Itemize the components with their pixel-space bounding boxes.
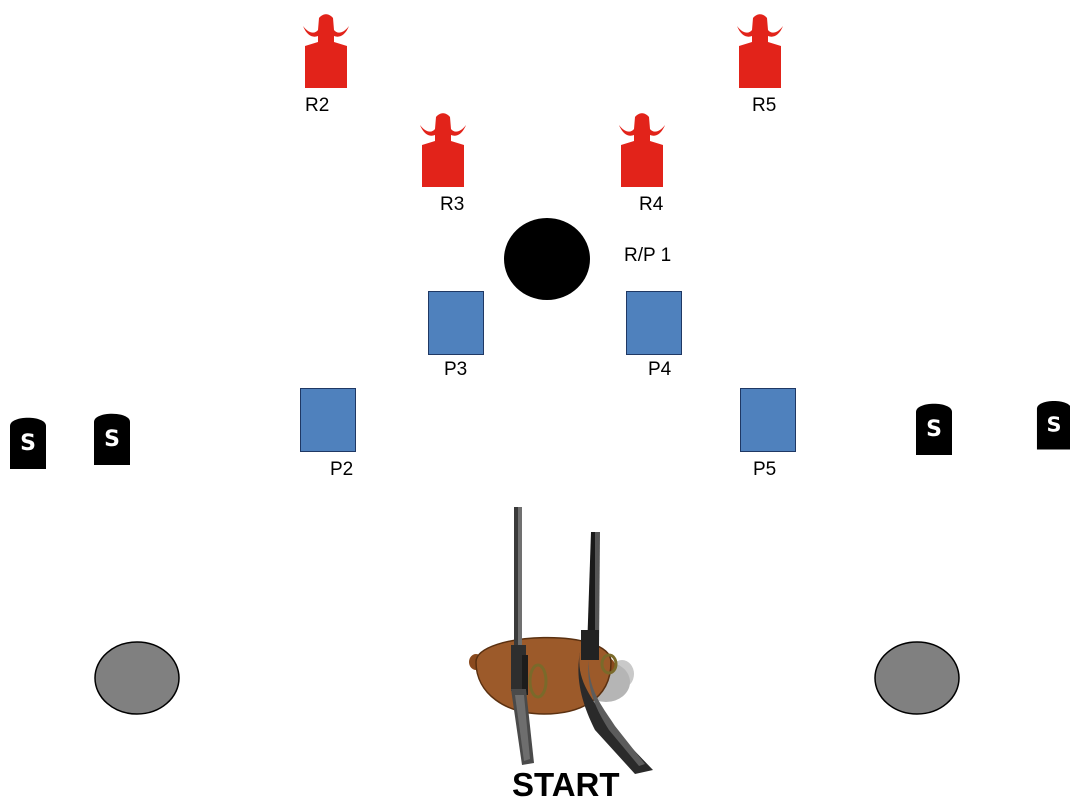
- p3-label: P3: [444, 359, 468, 380]
- barrel-right: [874, 641, 960, 715]
- barrel-left: [94, 641, 180, 715]
- rifle-target-r3: [420, 113, 466, 187]
- p5-label: P5: [753, 459, 777, 480]
- shotgun-icon: [578, 532, 653, 774]
- r2-label: R2: [305, 95, 330, 116]
- p4-label: P4: [648, 359, 672, 380]
- r4-label: R4: [639, 194, 664, 215]
- shotgun-target-1-glyph: S: [20, 431, 36, 456]
- start-table: [469, 636, 634, 715]
- start-label: START: [512, 766, 620, 803]
- shotgun-target-3-glyph: S: [926, 417, 942, 442]
- shotgun-target-3: S: [916, 403, 952, 455]
- pistol-target-p5: [740, 388, 796, 452]
- shotgun-target-2-glyph: S: [104, 427, 120, 452]
- rifle-target-r4: [619, 113, 665, 187]
- rifle-icon: [511, 507, 548, 765]
- r5-label: R5: [752, 95, 777, 116]
- pistol-target-p3: [428, 291, 484, 355]
- shotgun-target-4-glyph: S: [1046, 413, 1061, 437]
- p2-label: P2: [330, 459, 354, 480]
- pistol-target-p2: [300, 388, 356, 452]
- rifle-target-r2: [303, 14, 349, 88]
- rifle-target-r5: [737, 14, 783, 88]
- shotgun-target-2: S: [94, 413, 130, 465]
- shotgun-target-1: S: [10, 417, 46, 469]
- r3-label: R3: [440, 194, 465, 215]
- pistol-target-p4: [626, 291, 682, 355]
- center-target-label: R/P 1: [624, 245, 672, 266]
- center-target: [504, 218, 590, 300]
- shotgun-target-4: S: [1036, 400, 1070, 450]
